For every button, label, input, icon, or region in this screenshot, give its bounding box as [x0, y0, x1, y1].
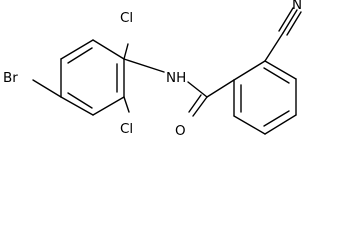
c-n-bond	[123, 58, 165, 73]
ring1-bond-c5-c6	[60, 39, 94, 60]
ring1-bond-c2-c3	[92, 96, 125, 116]
nitrile-triple-bond-center	[282, 9, 298, 34]
atom-label-nh: NH	[166, 70, 186, 86]
ring2-double-bond-1	[263, 67, 290, 84]
chemical-structure-diagram: Br Cl Cl NH O N	[3, 0, 302, 139]
c-cl-bottom-bond	[123, 96, 130, 113]
ring2-bond-4	[264, 114, 297, 135]
ring2-double-bond-2	[263, 110, 290, 127]
c-br-bond	[32, 79, 62, 98]
dichlorophenyl-ring	[60, 39, 125, 116]
nitrile-triple-bond-left	[278, 7, 294, 32]
nitrile-triple-bond-right	[286, 11, 302, 36]
carbonyl-ring-bond	[206, 79, 235, 98]
ring2-bond-5	[233, 115, 266, 135]
ring1-bond-c6-c1	[92, 39, 125, 60]
carbonyl-double-bond-inner	[188, 94, 202, 113]
atom-label-br: Br	[3, 70, 18, 86]
atom-label-nitrile-nitrogen: N	[292, 0, 302, 13]
ring-nitrile-carbon-bond	[264, 32, 284, 62]
c-cl-top-bond	[123, 43, 129, 60]
atom-label-cl-bottom: Cl	[120, 121, 133, 137]
atom-label-cl-top: Cl	[120, 10, 133, 26]
n-carbonyl-bond	[187, 81, 208, 98]
ring1-double-bond-3	[67, 92, 93, 109]
ring1-bond-c3-c4	[60, 96, 94, 116]
cyanophenyl-ring	[233, 60, 297, 135]
ring1-double-bond-1	[67, 47, 93, 64]
atom-label-oxygen: O	[175, 123, 186, 139]
ring2-bond-1	[233, 60, 266, 81]
carbonyl-double-bond-outer	[192, 96, 208, 117]
ring2-bond-2	[264, 60, 297, 80]
